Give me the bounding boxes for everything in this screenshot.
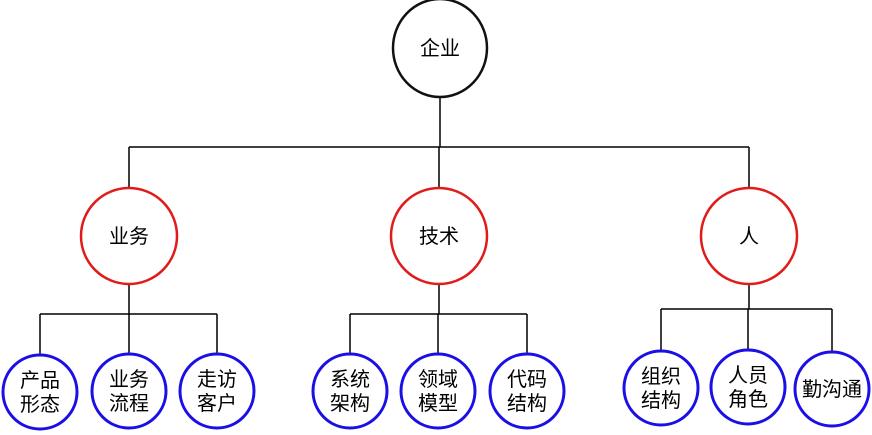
branch-node-2-shape bbox=[389, 186, 489, 286]
leaf-node-3-1-label: 组织 bbox=[641, 364, 681, 388]
leaf-node-2-1-shape bbox=[311, 352, 389, 430]
leaf-node-1-2-label: 业务 bbox=[109, 367, 149, 391]
leaf-node-1-3-shape bbox=[178, 352, 256, 430]
leaf-node-3-2-label: 人员 bbox=[728, 363, 768, 387]
leaf-node-3-3: 勤沟通 bbox=[793, 350, 871, 428]
leaf-node-3-2-label: 角色 bbox=[728, 387, 768, 411]
leaf-node-3-1-shape bbox=[622, 349, 700, 427]
root-node-label: 企业 bbox=[420, 36, 460, 60]
leaf-node-2-2-label: 模型 bbox=[418, 391, 458, 415]
leaf-node-3-2-shape bbox=[709, 348, 787, 426]
leaf-node-1-1-label: 产品 bbox=[20, 368, 60, 392]
leaf-node-2-1-label: 系统 bbox=[330, 367, 370, 391]
branch-node-3-shape bbox=[699, 186, 799, 286]
leaf-node-3-1-label: 结构 bbox=[641, 388, 681, 412]
leaf-node-3-3-shape bbox=[793, 350, 871, 428]
branch-node-2-label: 技术 bbox=[419, 224, 459, 248]
leaf-node-2-2-shape bbox=[399, 352, 477, 430]
connector-lines bbox=[39, 97, 833, 355]
branch-node-1-label: 业务 bbox=[109, 224, 149, 248]
leaf-node-2-3-label: 结构 bbox=[507, 391, 547, 415]
leaf-node-2-1-label: 架构 bbox=[330, 391, 370, 415]
branch-node-3-label: 人 bbox=[739, 224, 759, 248]
leaf-node-1-1-label: 形态 bbox=[20, 392, 60, 416]
branch-node-2: 技术 bbox=[389, 186, 489, 286]
branch-node-1: 业务 bbox=[79, 186, 179, 286]
branch-node-3: 人 bbox=[699, 186, 799, 286]
leaf-node-1-3-label: 走访 bbox=[197, 367, 237, 391]
root-node-shape bbox=[391, 0, 489, 99]
leaf-node-1-2-shape bbox=[90, 352, 168, 430]
leaf-node-1-2-label: 流程 bbox=[109, 391, 149, 415]
branch-node-1-shape bbox=[79, 186, 179, 286]
leaf-node-2-3-label: 代码 bbox=[507, 367, 547, 391]
leaf-node-1-1-shape bbox=[1, 353, 79, 431]
leaf-node-3-3-label: 勤沟通 bbox=[802, 377, 862, 401]
leaf-node-1-3-label: 客户 bbox=[197, 391, 237, 415]
leaf-node-2-2-label: 领域 bbox=[418, 367, 458, 391]
root-node: 企业 bbox=[391, 0, 489, 99]
leaf-node-2-3-shape bbox=[488, 352, 566, 430]
